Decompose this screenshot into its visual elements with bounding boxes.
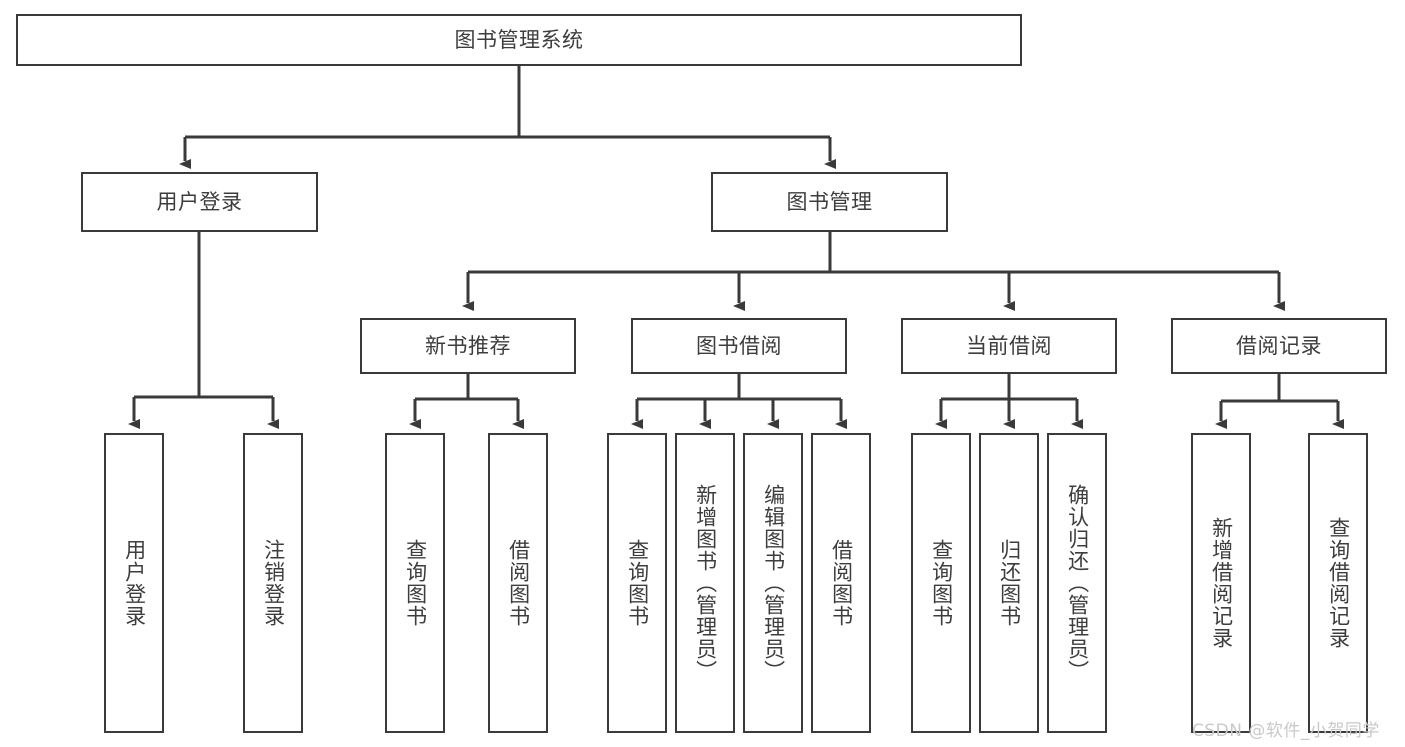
leaf-confirm-return[interactable]: 确认归还（管理员） xyxy=(1047,433,1107,733)
csdn-watermark: CSDN @软件_小贺同学 xyxy=(1192,721,1380,741)
leaf-return-book-label: 归还图书 xyxy=(997,539,1022,627)
leaf-add-book-label: 新增图书（管理员） xyxy=(693,484,718,682)
node-borrow-record[interactable]: 借阅记录 xyxy=(1171,318,1387,374)
node-book-borrow[interactable]: 图书借阅 xyxy=(631,318,847,374)
leaf-edit-book[interactable]: 编辑图书（管理员） xyxy=(743,433,803,733)
node-book-management[interactable]: 图书管理 xyxy=(711,172,948,232)
leaf-add-book[interactable]: 新增图书（管理员） xyxy=(675,433,735,733)
leaf-user-login[interactable]: 用户登录 xyxy=(104,433,164,733)
leaf-query-book-2-label: 查询图书 xyxy=(625,539,650,627)
leaf-borrow-book-2[interactable]: 借阅图书 xyxy=(811,433,871,733)
leaf-query-book-1[interactable]: 查询图书 xyxy=(385,433,445,733)
node-borrow-record-label: 借阅记录 xyxy=(1236,333,1322,358)
leaf-query-record[interactable]: 查询借阅记录 xyxy=(1308,433,1368,733)
leaf-query-book-2[interactable]: 查询图书 xyxy=(607,433,667,733)
leaf-user-login-label: 用户登录 xyxy=(122,539,147,627)
node-current-borrow[interactable]: 当前借阅 xyxy=(901,318,1117,374)
leaf-logout[interactable]: 注销登录 xyxy=(243,433,303,733)
node-new-book-recommend-label: 新书推荐 xyxy=(425,333,511,358)
node-book-management-label: 图书管理 xyxy=(786,189,873,214)
leaf-borrow-book-1-label: 借阅图书 xyxy=(506,539,531,627)
leaf-borrow-book-2-label: 借阅图书 xyxy=(829,539,854,627)
node-book-borrow-label: 图书借阅 xyxy=(696,333,782,358)
leaf-query-book-1-label: 查询图书 xyxy=(403,539,428,627)
leaf-add-record[interactable]: 新增借阅记录 xyxy=(1191,433,1251,733)
node-new-book-recommend[interactable]: 新书推荐 xyxy=(360,318,576,374)
leaf-logout-label: 注销登录 xyxy=(261,539,286,627)
leaf-edit-book-label: 编辑图书（管理员） xyxy=(761,484,786,682)
leaf-borrow-book-1[interactable]: 借阅图书 xyxy=(488,433,548,733)
node-user-login[interactable]: 用户登录 xyxy=(81,172,318,232)
node-current-borrow-label: 当前借阅 xyxy=(966,333,1052,358)
leaf-confirm-return-label: 确认归还（管理员） xyxy=(1065,484,1090,682)
node-root-label: 图书管理系统 xyxy=(454,27,584,52)
leaf-add-record-label: 新增借阅记录 xyxy=(1209,517,1234,649)
leaf-query-book-3[interactable]: 查询图书 xyxy=(911,433,971,733)
node-root[interactable]: 图书管理系统 xyxy=(16,14,1022,66)
leaf-query-record-label: 查询借阅记录 xyxy=(1326,517,1351,649)
leaf-query-book-3-label: 查询图书 xyxy=(929,539,954,627)
leaf-return-book[interactable]: 归还图书 xyxy=(979,433,1039,733)
node-user-login-label: 用户登录 xyxy=(156,189,243,214)
